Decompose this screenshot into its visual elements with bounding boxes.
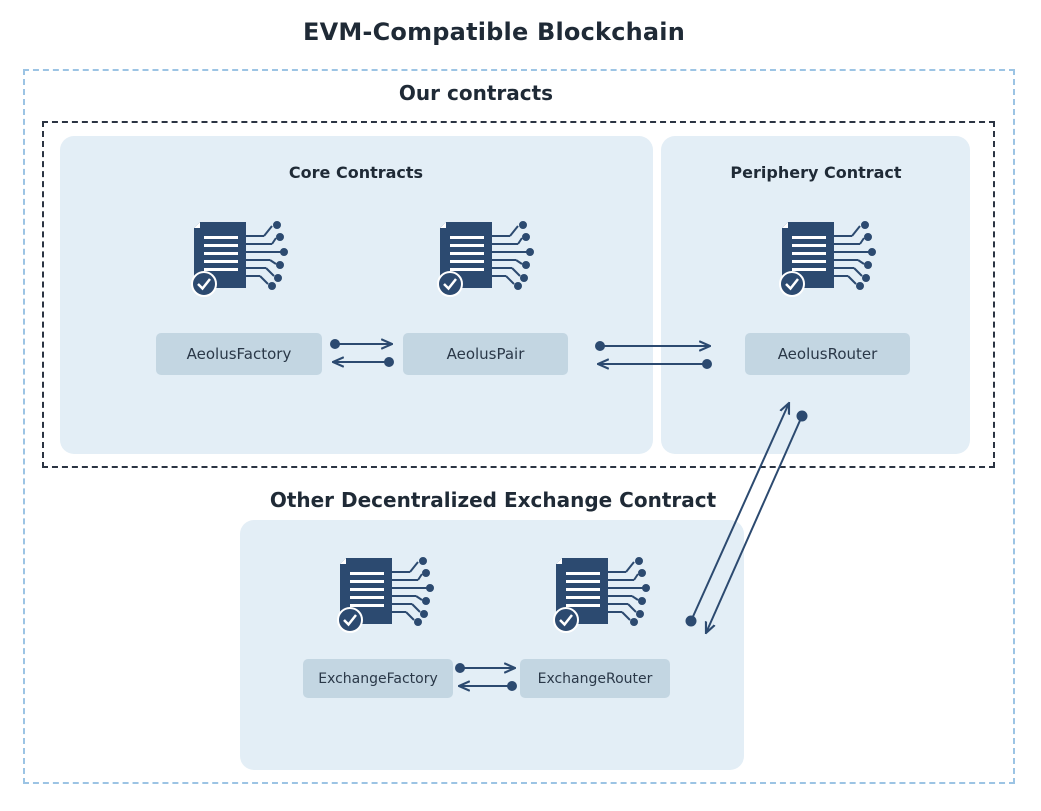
diagram-title: EVM-Compatible Blockchain — [302, 18, 686, 46]
our-contracts-boundary — [42, 121, 995, 468]
aeolus-pair-node[interactable]: AeolusPair — [403, 333, 568, 375]
exchange-factory-to-router-arrow — [455, 664, 515, 672]
circuit-icon — [492, 221, 534, 290]
core-contracts-title: Core Contracts — [288, 163, 424, 182]
checkmark-icon — [553, 607, 579, 633]
contract-document-icon — [191, 221, 288, 297]
router-to-pair-arrow — [598, 360, 712, 368]
aeolus-factory-node[interactable]: AeolusFactory — [156, 333, 322, 375]
checkmark-icon — [337, 607, 363, 633]
contract-document-icon — [437, 221, 534, 297]
contract-document-icon — [553, 557, 650, 633]
pair-to-router-arrow — [595, 342, 710, 350]
circuit-icon — [392, 557, 434, 626]
exchange-router-to-factory-arrow — [459, 682, 517, 690]
our-contracts-label: Our contracts — [398, 81, 554, 105]
circuit-icon — [246, 221, 288, 290]
other-exchange-title: Other Decentralized Exchange Contract — [269, 488, 717, 512]
pair-to-factory-arrow — [333, 358, 394, 366]
periphery-contract-panel — [661, 136, 970, 454]
checkmark-icon — [191, 271, 217, 297]
contract-document-icon — [779, 221, 876, 297]
blockchain-boundary — [23, 69, 1015, 784]
checkmark-icon — [779, 271, 805, 297]
exchange-router-node[interactable]: ExchangeRouter — [520, 659, 670, 698]
other-exchange-panel — [240, 520, 744, 770]
contract-document-icon — [337, 557, 434, 633]
checkmark-icon — [437, 271, 463, 297]
exchange-to-aeolus-router-arrow — [685, 403, 790, 627]
factory-to-pair-arrow — [330, 340, 392, 348]
aeolus-to-exchange-router-arrow — [706, 410, 808, 634]
core-contracts-panel — [60, 136, 653, 454]
periphery-contract-title: Periphery Contract — [730, 163, 902, 182]
exchange-factory-node[interactable]: ExchangeFactory — [303, 659, 453, 698]
aeolus-router-node[interactable]: AeolusRouter — [745, 333, 910, 375]
circuit-icon — [608, 557, 650, 626]
circuit-icon — [834, 221, 876, 290]
